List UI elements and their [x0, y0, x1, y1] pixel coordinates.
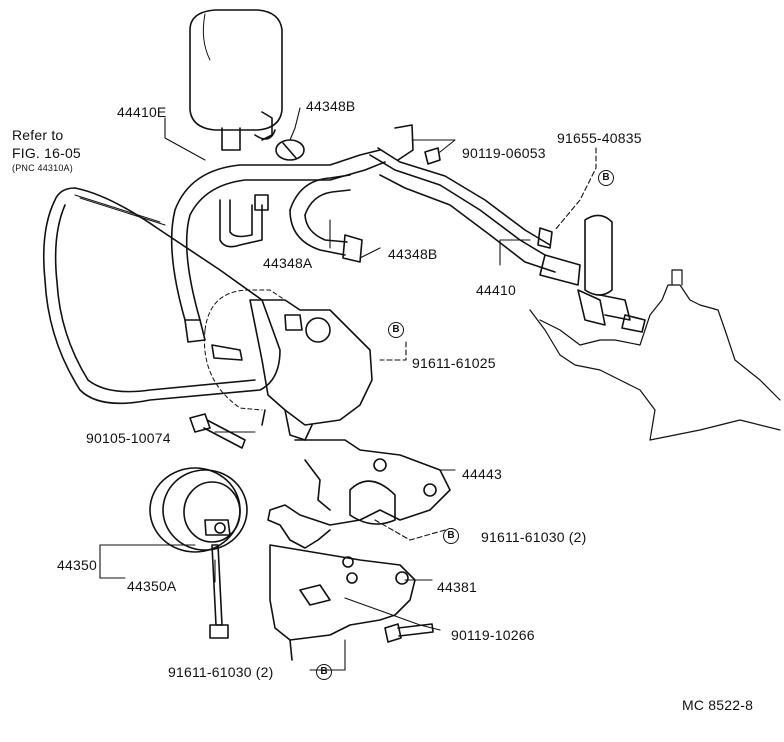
figure-code: MC 8522-8 [682, 697, 754, 713]
pulley-bolt [209, 544, 229, 639]
upper-bracket [267, 439, 451, 549]
part-label-90119-06053: 90119-06053 [462, 145, 546, 161]
part-label-44348B-top: 44348B [306, 98, 356, 114]
part-label-91611-61030-right: 91611-61030 (2) [481, 529, 587, 545]
power-steering-pump [203, 289, 373, 441]
leader-lines [99, 107, 597, 671]
part-label-91611-61025: 91611-61025 [412, 355, 496, 371]
circle-b-marker-bottom: B [316, 664, 332, 680]
steering-gear-housing [529, 269, 781, 441]
refer-note-line2: FIG. 16-05 [12, 145, 81, 161]
part-label-44348A: 44348A [263, 255, 313, 271]
circle-b-marker-right: B [443, 528, 459, 544]
part-label-44410: 44410 [476, 282, 516, 298]
circle-b-marker-top: B [598, 170, 614, 186]
pressure-line [369, 124, 646, 333]
refer-note-line1: Refer to [12, 127, 64, 143]
lower-bracket [269, 544, 416, 661]
reservoir-tank [189, 9, 283, 151]
part-label-44443: 44443 [462, 466, 502, 482]
part-label-44410E: 44410E [117, 104, 167, 120]
adjusting-bolt [189, 413, 246, 449]
part-label-90119-10266: 90119-10266 [451, 627, 535, 643]
refer-note-line3: (PNC 44310A) [12, 163, 73, 173]
part-label-44350: 44350 [57, 557, 97, 573]
part-label-44348B-mid: 44348B [388, 246, 438, 262]
pump-pulley [149, 467, 248, 553]
circle-b-marker-mid: B [388, 322, 404, 338]
part-label-44381: 44381 [437, 579, 477, 595]
drive-belt [43, 187, 281, 405]
part-label-91655-40835: 91655-40835 [557, 130, 642, 146]
part-label-91611-61030-bottom: 91611-61030 (2) [168, 664, 274, 680]
part-label-90105-10074: 90105-10074 [86, 430, 171, 446]
hose-assembly [170, 139, 386, 361]
part-label-44350A: 44350A [127, 578, 177, 594]
